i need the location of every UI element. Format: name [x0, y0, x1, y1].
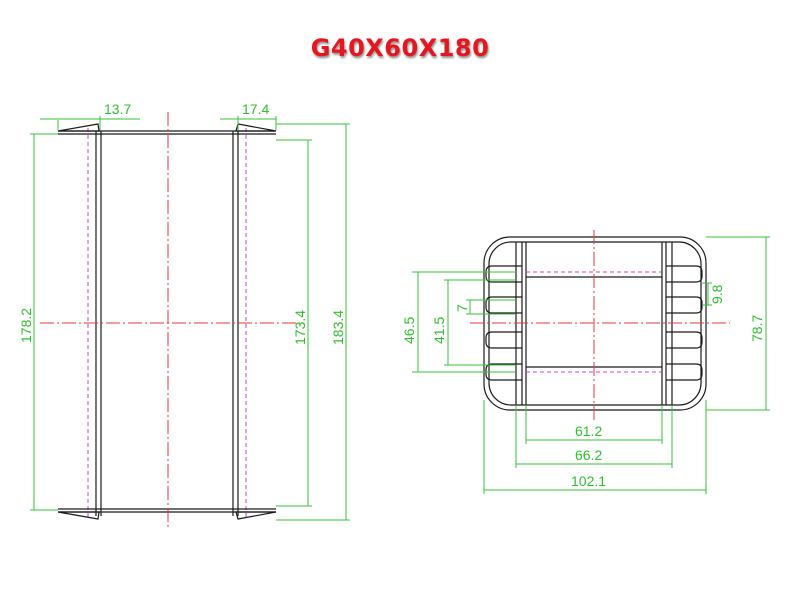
drawing-title: G40X60X180 — [310, 34, 490, 62]
dim-61-2: 61.2 — [575, 423, 602, 439]
end-view: 46.5 41.5 7 9.8 78.7 61.2 66.2 102.1 — [401, 230, 770, 494]
side-view: 13.7 17.4 178.2 173.4 183.4 — [18, 101, 350, 530]
dim-13-7: 13.7 — [104, 101, 131, 117]
dim-17-4: 17.4 — [242, 101, 269, 117]
dim-78-7: 78.7 — [749, 315, 765, 342]
dim-7: 7 — [454, 304, 470, 312]
dim-183-4: 183.4 — [330, 310, 346, 345]
dim-41-5: 41.5 — [431, 317, 447, 344]
dim-46-5: 46.5 — [401, 317, 417, 344]
dim-9-8: 9.8 — [709, 284, 725, 304]
dim-102-1: 102.1 — [571, 473, 606, 489]
dim-66-2: 66.2 — [575, 447, 602, 463]
dim-173-4: 173.4 — [292, 310, 308, 345]
dim-178-2: 178.2 — [18, 308, 34, 343]
